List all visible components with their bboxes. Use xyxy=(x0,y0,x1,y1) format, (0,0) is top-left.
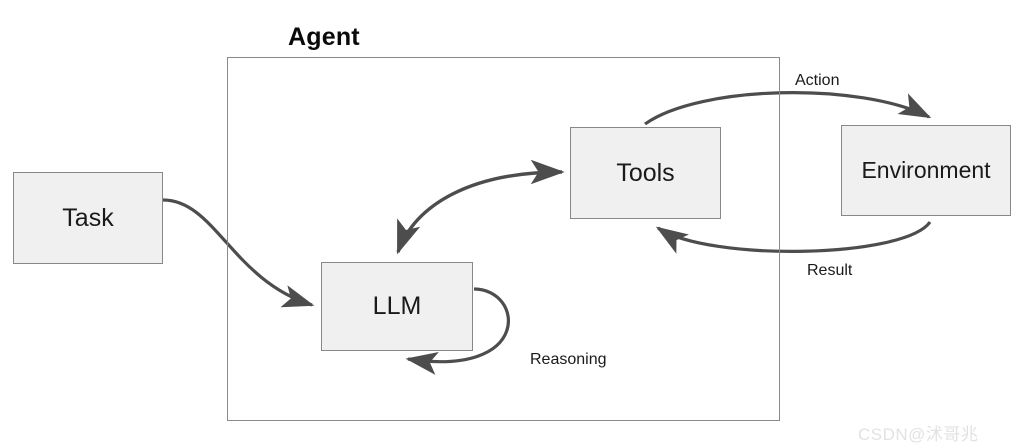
node-task-label: Task xyxy=(62,203,114,232)
node-task[interactable]: Task xyxy=(13,172,163,264)
edge-environment-to-tools xyxy=(655,220,932,254)
edge-llm-tools xyxy=(396,159,565,255)
edge-label-action: Action xyxy=(795,72,840,89)
edge-label-result: Result xyxy=(807,262,853,279)
edge-tools-to-environment xyxy=(644,91,932,126)
agent-group-title: Agent xyxy=(288,23,360,51)
node-llm-label: LLM xyxy=(372,292,422,320)
agent-group-box xyxy=(227,57,780,421)
node-llm[interactable]: LLM xyxy=(321,262,473,351)
node-environment-label: Environment xyxy=(861,157,991,183)
edge-llm-self-loop xyxy=(405,287,511,375)
node-environment[interactable]: Environment xyxy=(841,125,1011,216)
node-tools[interactable]: Tools xyxy=(570,127,721,219)
watermark: CSDN@沭哥兆 xyxy=(858,425,979,444)
edge-label-reasoning: Reasoning xyxy=(530,351,607,368)
node-tools-label: Tools xyxy=(616,158,675,187)
